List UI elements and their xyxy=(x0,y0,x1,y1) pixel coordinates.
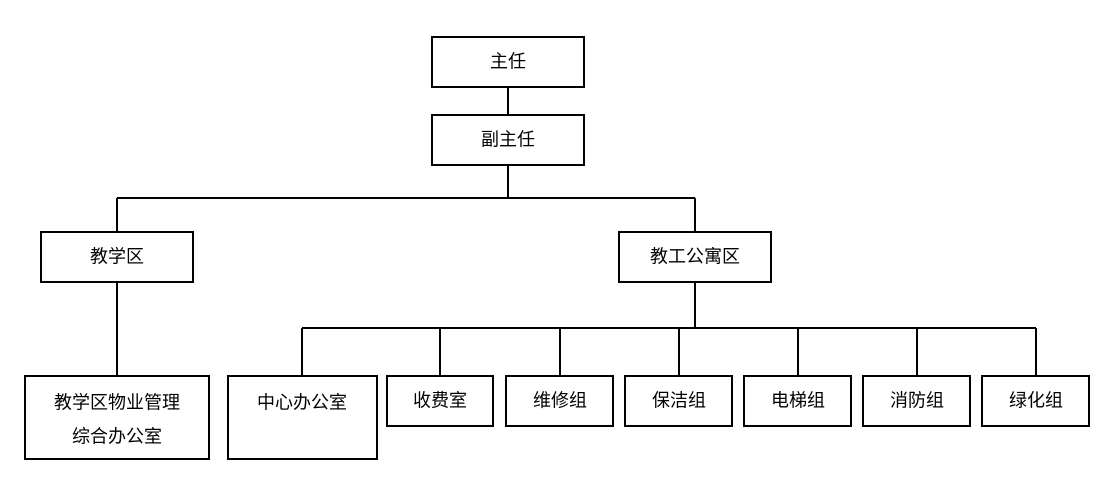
node-greening-group-label: 绿化组 xyxy=(1009,391,1063,412)
node-central-office: 中心办公室 xyxy=(227,375,378,460)
node-director-label: 主任 xyxy=(490,52,526,73)
node-elevator-group: 电梯组 xyxy=(743,375,852,427)
connector-lines xyxy=(116,87,1037,376)
node-teaching-area: 教学区 xyxy=(40,231,194,283)
node-teaching-admin-office-line-1: 教学区物业管理 xyxy=(54,393,180,414)
node-teaching-admin-office-line-2: 综合办公室 xyxy=(72,427,162,448)
node-cleaning-group: 保洁组 xyxy=(624,375,733,427)
node-deputy-director-label: 副主任 xyxy=(481,130,535,151)
node-teaching-admin-office: 教学区物业管理 综合办公室 xyxy=(24,375,210,460)
node-fire-safety-group-label: 消防组 xyxy=(890,391,944,412)
node-cleaning-group-label: 保洁组 xyxy=(652,391,706,412)
node-staff-apartment-area: 教工公寓区 xyxy=(618,231,772,283)
node-elevator-group-label: 电梯组 xyxy=(771,391,825,412)
node-fee-office: 收费室 xyxy=(386,375,494,427)
node-greening-group: 绿化组 xyxy=(981,375,1090,427)
node-deputy-director: 副主任 xyxy=(431,114,585,166)
node-teaching-area-label: 教学区 xyxy=(90,247,144,268)
node-central-office-label: 中心办公室 xyxy=(257,393,347,414)
node-staff-apartment-area-label: 教工公寓区 xyxy=(650,247,740,268)
node-director: 主任 xyxy=(431,36,585,88)
node-maintenance-group-label: 维修组 xyxy=(533,391,587,412)
node-fee-office-label: 收费室 xyxy=(413,391,467,412)
node-maintenance-group: 维修组 xyxy=(505,375,614,427)
node-fire-safety-group: 消防组 xyxy=(862,375,971,427)
